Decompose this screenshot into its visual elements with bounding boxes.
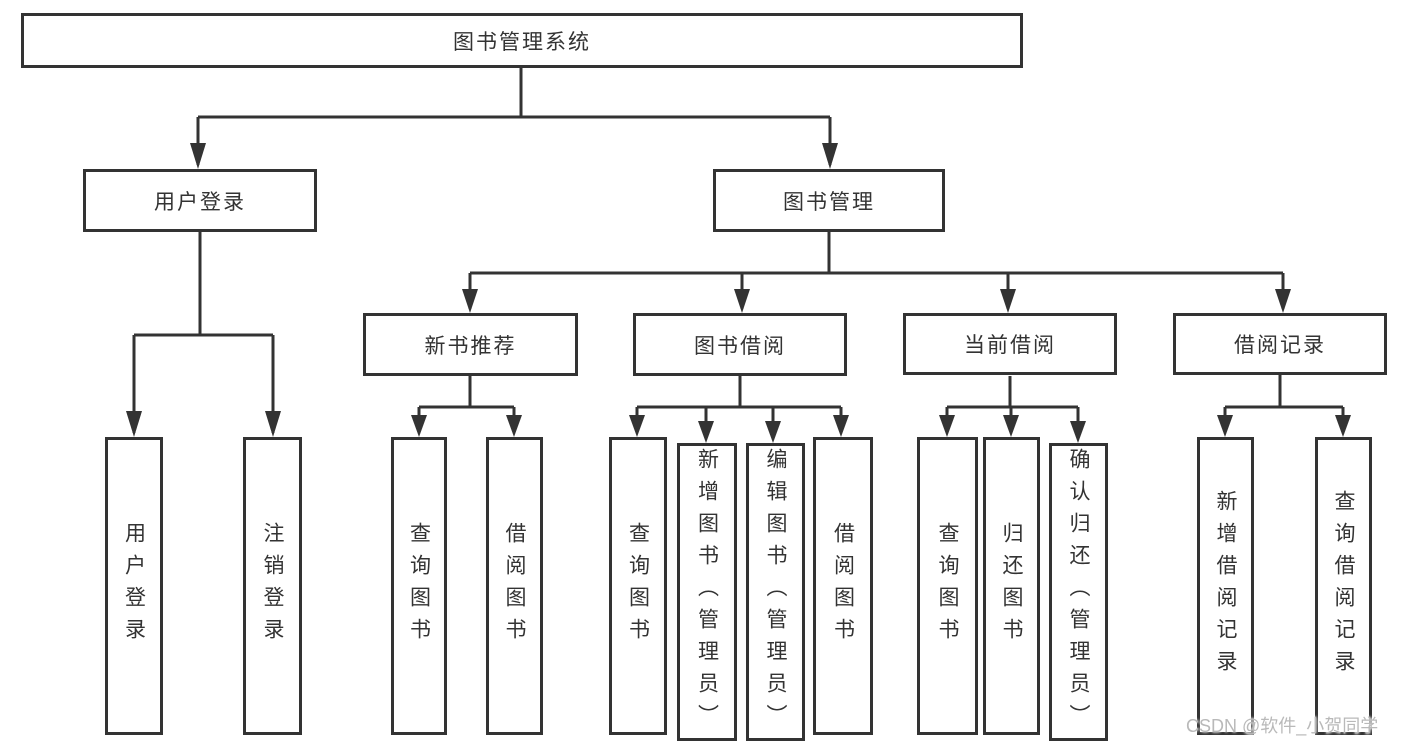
leaf-label: 确认归还（管理员） [1067, 448, 1090, 736]
leaf-borrow-books-2: 借阅图书 [813, 437, 873, 735]
leaf-label: 查询图书 [936, 522, 959, 650]
leaf-query-books-1: 查询图书 [391, 437, 447, 735]
leaf-user-login: 用户登录 [105, 437, 163, 735]
leaf-edit-books-admin: 编辑图书（管理员） [746, 443, 805, 741]
leaf-confirm-return-admin: 确认归还（管理员） [1049, 443, 1108, 741]
node-user-login: 用户登录 [83, 169, 317, 232]
leaf-label: 注销登录 [261, 522, 284, 650]
leaf-return-books: 归还图书 [983, 437, 1040, 735]
node-new-book-recommend: 新书推荐 [363, 313, 578, 376]
node-borrowing-records: 借阅记录 [1173, 313, 1387, 375]
leaf-label: 借阅图书 [503, 522, 526, 650]
node-label: 图书借阅 [694, 334, 786, 358]
leaf-query-books-2: 查询图书 [609, 437, 667, 735]
leaf-label: 借阅图书 [831, 522, 855, 650]
leaf-label: 查询借阅记录 [1332, 490, 1355, 682]
leaf-label: 编辑图书（管理员） [764, 448, 787, 736]
leaf-query-borrow-record: 查询借阅记录 [1315, 437, 1372, 735]
leaf-borrow-books-1: 借阅图书 [486, 437, 543, 735]
csdn-watermark: CSDN @软件_小贺同学 [1186, 716, 1379, 736]
leaf-label: 新增借阅记录 [1214, 490, 1237, 682]
leaf-logout: 注销登录 [243, 437, 302, 735]
node-label: 借阅记录 [1234, 334, 1326, 357]
node-root-label: 图书管理系统 [453, 30, 591, 54]
node-label: 新书推荐 [424, 334, 517, 358]
node-book-management: 图书管理 [713, 169, 945, 232]
leaf-label: 查询图书 [407, 522, 431, 650]
node-label: 当前借阅 [964, 334, 1056, 357]
node-current-borrowing: 当前借阅 [903, 313, 1117, 375]
leaf-query-books-3: 查询图书 [917, 437, 978, 735]
node-book-borrowing: 图书借阅 [633, 313, 847, 376]
node-root: 图书管理系统 [21, 13, 1023, 68]
leaf-add-borrow-record: 新增借阅记录 [1197, 437, 1254, 735]
leaf-label: 新增图书（管理员） [695, 448, 719, 736]
leaf-add-books-admin: 新增图书（管理员） [677, 443, 737, 741]
leaf-label: 用户登录 [122, 522, 146, 650]
leaf-label: 归还图书 [1000, 522, 1023, 650]
leaf-label: 查询图书 [626, 522, 650, 650]
node-label: 图书管理 [783, 190, 875, 214]
node-label: 用户登录 [154, 190, 246, 214]
